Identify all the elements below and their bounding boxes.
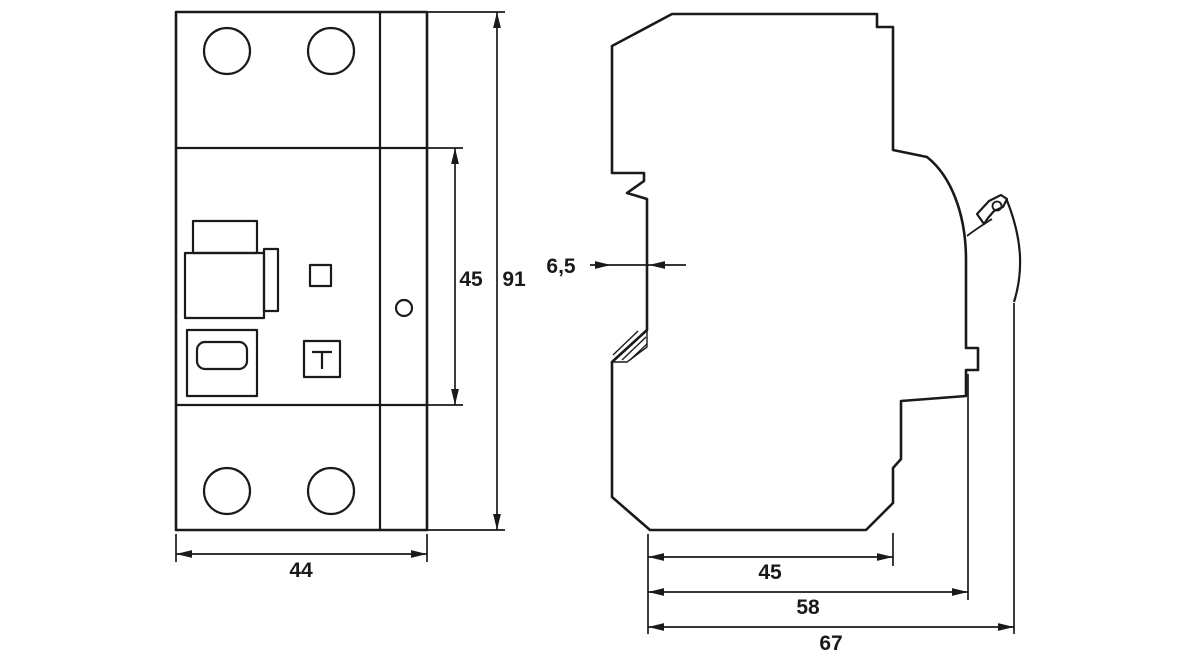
dim-label-side-depth-with-terminal: 58	[796, 596, 820, 619]
terminal-screw-top-right	[306, 26, 356, 76]
lever-link	[966, 218, 993, 237]
dim-label-side-body-depth: 45	[758, 561, 782, 584]
dim-label-side-overall-depth: 67	[819, 632, 842, 655]
test-button-frame	[185, 328, 259, 398]
indicator-window	[308, 263, 333, 288]
front-view-dimensions: 45 91 44	[175, 11, 526, 582]
pilot-hole	[394, 298, 414, 318]
test-symbol-icon	[312, 350, 332, 369]
din-rail-clip-hatch	[610, 328, 648, 363]
test-symbol-box	[302, 339, 342, 379]
test-button	[195, 340, 249, 371]
dim-label-front-width: 44	[289, 559, 313, 582]
side-view-dimensions: 6,5 45 58 67	[546, 255, 1015, 655]
front-view	[174, 10, 429, 532]
toggle-body	[183, 251, 266, 320]
toggle-lever-side	[966, 193, 1022, 303]
lever-blade	[1004, 197, 1022, 303]
dim-label-rail-depth: 6,5	[546, 255, 576, 278]
front-body-outline	[174, 10, 429, 532]
terminal-screw-bottom-right	[306, 466, 356, 516]
toggle-side-tab	[262, 247, 280, 313]
terminal-screw-bottom-left	[202, 466, 252, 516]
lever-pin	[991, 200, 1003, 212]
side-view	[610, 12, 1022, 532]
side-body-outline	[610, 12, 980, 532]
terminal-screw-top-left	[202, 26, 252, 76]
toggle-lever	[191, 219, 259, 255]
dim-label-front-module-height: 45	[459, 268, 483, 291]
dim-label-front-total-height: 91	[502, 268, 526, 291]
